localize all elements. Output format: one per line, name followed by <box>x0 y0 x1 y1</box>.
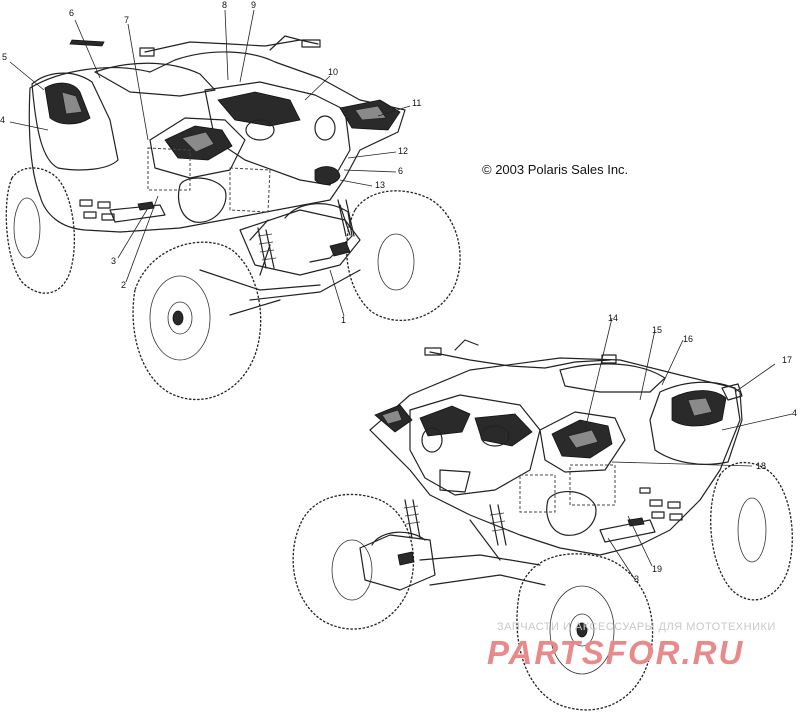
callout-4a: 4 <box>0 115 5 125</box>
callout-6a: 6 <box>69 8 74 18</box>
bottom-rear-right-wheel <box>710 461 793 601</box>
atv-top <box>5 35 461 401</box>
leader-lines <box>9 9 793 579</box>
callout-1: 1 <box>341 315 346 325</box>
callout-6b: 6 <box>398 166 403 176</box>
top-rear-left-wheel <box>5 167 75 294</box>
callout-8: 8 <box>222 0 227 10</box>
top-front-left-wheel <box>132 241 262 401</box>
watermark-brand: PARTSFOR.RU <box>487 634 745 671</box>
callout-17: 17 <box>782 355 792 365</box>
callout-10: 10 <box>328 67 338 77</box>
bottom-front-left-wheel <box>292 493 415 630</box>
callout-3b: 3 <box>634 574 639 584</box>
top-front-right-wheel <box>346 190 461 321</box>
callout-19: 19 <box>652 564 662 574</box>
bottom-front-right-wheel <box>516 553 654 711</box>
callout-7: 7 <box>124 15 129 25</box>
callout-2: 2 <box>121 280 126 290</box>
callout-3a: 3 <box>111 256 116 266</box>
callout-14: 14 <box>608 313 618 323</box>
callout-9: 9 <box>251 0 256 10</box>
callout-18: 18 <box>756 461 766 471</box>
callout-13: 13 <box>375 180 385 190</box>
copyright-text: © 2003 Polaris Sales Inc. <box>482 162 629 177</box>
callout-5: 5 <box>2 52 7 62</box>
watermark-subtitle: ЗАПЧАСТИ И АКСЕССУАРЫ ДЛЯ МОТОТЕХНИКИ <box>497 621 776 633</box>
callout-12: 12 <box>398 146 408 156</box>
callout-15: 15 <box>652 325 662 335</box>
atv-bottom <box>292 339 793 711</box>
callouts: 6 7 8 9 5 10 4 11 12 6 13 3 2 1 14 15 16… <box>0 0 797 584</box>
callout-11: 11 <box>412 98 421 108</box>
callout-4b: 4 <box>792 408 797 418</box>
callout-16: 16 <box>683 334 693 344</box>
